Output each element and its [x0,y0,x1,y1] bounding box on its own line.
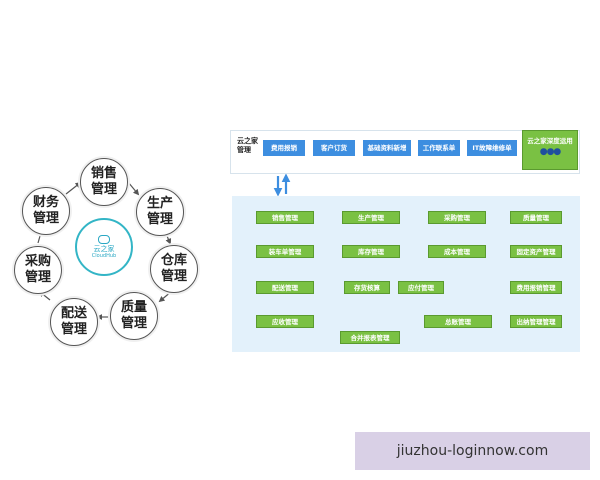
box-fixed-assets: 固定资产管理 [510,245,562,258]
box-receivable: 应收管理 [256,315,314,328]
header-label: 云之家管理 [237,137,258,154]
cycle-node-purchase: 采购管理 [14,246,62,294]
cloud-icon [98,235,110,244]
cycle-node-sales: 销售管理 [80,158,128,206]
box-production: 生产管理 [342,211,400,224]
cycle-node-production: 生产管理 [136,188,184,236]
box-inventory: 库存管理 [342,245,400,258]
deep-use-label: 云之家深度运用 [527,137,573,145]
box-consolidated: 合并报表管理 [340,331,400,344]
btn-it-repair[interactable]: IT故障维修单 [467,140,517,156]
cycle-node-finance: 财务管理 [22,187,70,235]
cycle-node-warehouse: 仓库管理 [150,245,198,293]
box-expense: 费用报销管理 [510,281,562,294]
box-stock-check: 存货核算 [344,281,390,294]
box-purchase: 采购管理 [428,211,486,224]
box-ledger: 总账管理 [424,315,492,328]
center-subtitle: CloudHub [91,253,117,259]
box-cost: 成本管理 [428,245,486,258]
cloudhub-center: 云之家 CloudHub [75,218,133,276]
arrow-finance-to-sales [65,181,82,195]
box-loading: 装车单管理 [256,245,314,258]
center-title: 云之家 [93,245,115,253]
btn-expense-claim[interactable]: 费用报销 [263,140,305,156]
btn-work-contact[interactable]: 工作联系单 [418,140,460,156]
deep-use-box: 云之家深度运用 ●●● [522,130,578,170]
cycle-node-quality: 质量管理 [110,292,158,340]
watermark: jiuzhou-loginnow.com [355,432,590,470]
arrow-sales-to-production [127,181,140,196]
box-sales: 销售管理 [256,211,314,224]
btn-customer-order[interactable]: 客户订货 [313,140,355,156]
box-quality: 质量管理 [510,211,562,224]
cycle-node-delivery: 配送管理 [50,298,98,346]
people-icon: ●●● [539,147,562,157]
box-delivery: 配送管理 [256,281,314,294]
box-payable: 应付管理 [398,281,444,294]
box-cashier: 出纳管理管理 [510,315,562,328]
btn-basic-data[interactable]: 基础资料新增 [363,140,411,156]
